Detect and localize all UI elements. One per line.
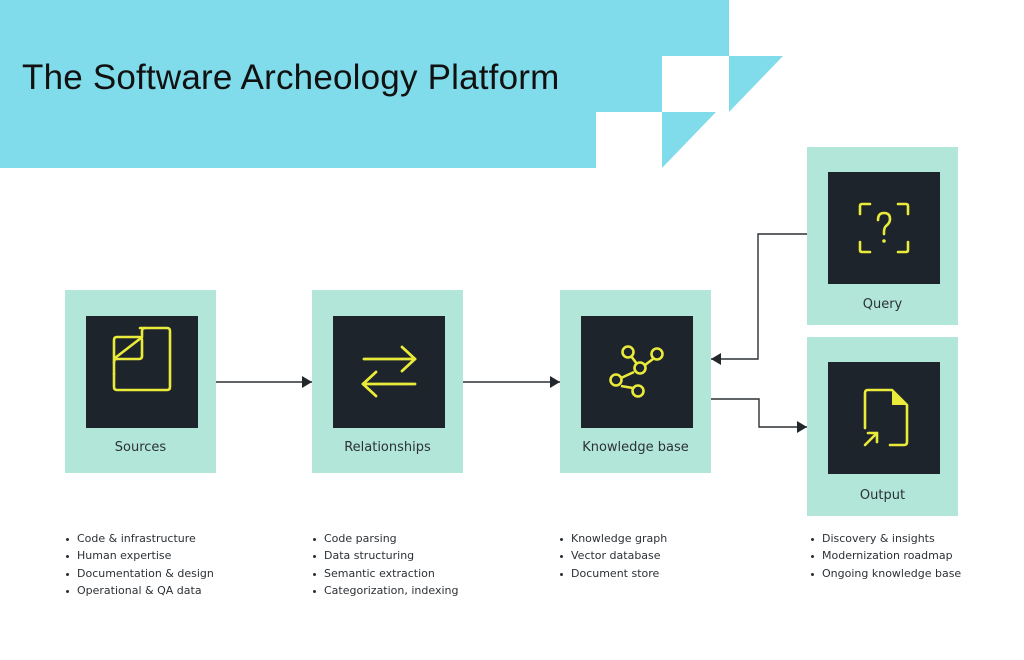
page-title: The Software Archeology Platform bbox=[22, 58, 560, 97]
node-sources: Sources bbox=[65, 290, 216, 473]
folder-icon bbox=[112, 326, 172, 392]
node-relationships-label: Relationships bbox=[344, 440, 431, 455]
sources-bullets: Code & infrastructure Human expertise Do… bbox=[65, 530, 214, 599]
bullet-item: Document store bbox=[559, 565, 667, 582]
relationships-bullets: Code parsing Data structuring Semantic e… bbox=[312, 530, 458, 599]
bullet-item: Human expertise bbox=[65, 547, 214, 564]
bullet-item: Operational & QA data bbox=[65, 582, 214, 599]
bullet-item: Data structuring bbox=[312, 547, 458, 564]
header-triangle-bottom bbox=[662, 112, 716, 168]
bullet-item: Vector database bbox=[559, 547, 667, 564]
graph-nodes-icon bbox=[609, 345, 664, 398]
bullet-item: Categorization, indexing bbox=[312, 582, 458, 599]
node-sources-tile bbox=[86, 316, 198, 428]
document-export-icon bbox=[863, 388, 909, 447]
node-output: Output bbox=[807, 337, 958, 516]
bullet-item: Modernization roadmap bbox=[810, 547, 961, 564]
node-knowledge-base: Knowledge base bbox=[560, 290, 711, 473]
node-output-label: Output bbox=[859, 488, 906, 503]
edge-query-to-knowledge-base bbox=[711, 233, 807, 365]
question-scan-icon bbox=[858, 202, 910, 254]
node-output-tile bbox=[828, 362, 940, 474]
node-query: Query bbox=[807, 147, 958, 325]
bullet-item: Discovery & insights bbox=[810, 530, 961, 547]
node-knowledge-base-label: Knowledge base bbox=[582, 440, 689, 455]
knowledge-base-bullets: Knowledge graph Vector database Document… bbox=[559, 530, 667, 582]
header-banner bbox=[0, 0, 783, 168]
header-triangle-top bbox=[729, 56, 783, 112]
bullet-item: Documentation & design bbox=[65, 565, 214, 582]
edge-knowledge-base-to-output bbox=[711, 398, 807, 433]
header-banner-block bbox=[0, 0, 729, 168]
output-bullets: Discovery & insights Modernization roadm… bbox=[810, 530, 961, 582]
bullet-item: Code & infrastructure bbox=[65, 530, 214, 547]
bullet-item: Ongoing knowledge base bbox=[810, 565, 961, 582]
node-relationships: Relationships bbox=[312, 290, 463, 473]
node-query-label: Query bbox=[862, 297, 903, 312]
node-relationships-tile bbox=[333, 316, 445, 428]
bullet-item: Code parsing bbox=[312, 530, 458, 547]
node-query-tile bbox=[828, 172, 940, 284]
swap-arrows-icon bbox=[361, 345, 417, 398]
bullet-item: Knowledge graph bbox=[559, 530, 667, 547]
bullet-item: Semantic extraction bbox=[312, 565, 458, 582]
node-knowledge-base-tile bbox=[581, 316, 693, 428]
node-sources-label: Sources bbox=[114, 440, 167, 455]
